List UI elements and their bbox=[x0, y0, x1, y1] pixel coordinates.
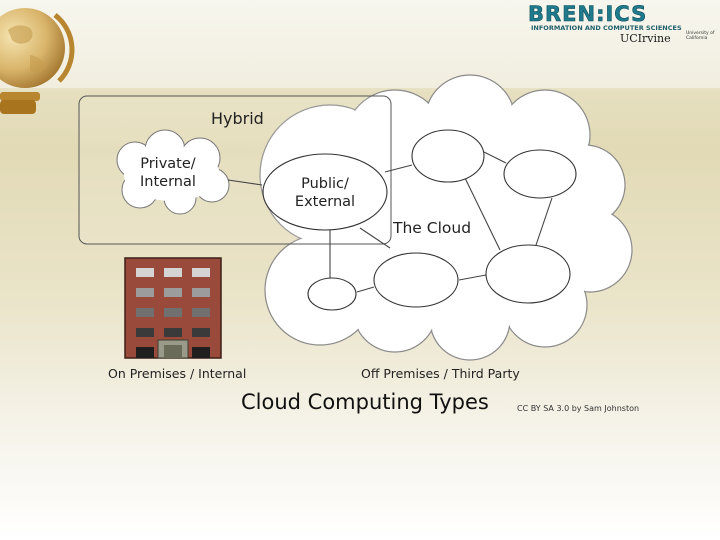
cloud-node-bottom-right bbox=[486, 245, 570, 303]
private-label-line1: Private/ bbox=[140, 155, 196, 173]
license-credit: CC BY SA 3.0 by Sam Johnston bbox=[517, 404, 639, 413]
the-cloud-label: The Cloud bbox=[393, 219, 471, 237]
cloud-node-small bbox=[308, 278, 356, 310]
cloud-node-bottom-center bbox=[374, 253, 458, 307]
public-label-line2: External bbox=[288, 193, 362, 211]
private-label-line2: Internal bbox=[140, 173, 196, 191]
diagram-title: Cloud Computing Types bbox=[241, 390, 489, 414]
cloud-node-top-right bbox=[504, 150, 576, 198]
off-premises-label: Off Premises / Third Party bbox=[361, 366, 520, 381]
public-external-label: Public/ External bbox=[288, 175, 362, 211]
public-label-line1: Public/ bbox=[288, 175, 362, 193]
cloud-node-top-left bbox=[412, 130, 484, 182]
on-premises-label: On Premises / Internal bbox=[108, 366, 246, 381]
hybrid-label: Hybrid bbox=[211, 109, 264, 128]
private-internal-label: Private/ Internal bbox=[140, 155, 196, 191]
building-icon bbox=[125, 258, 221, 358]
